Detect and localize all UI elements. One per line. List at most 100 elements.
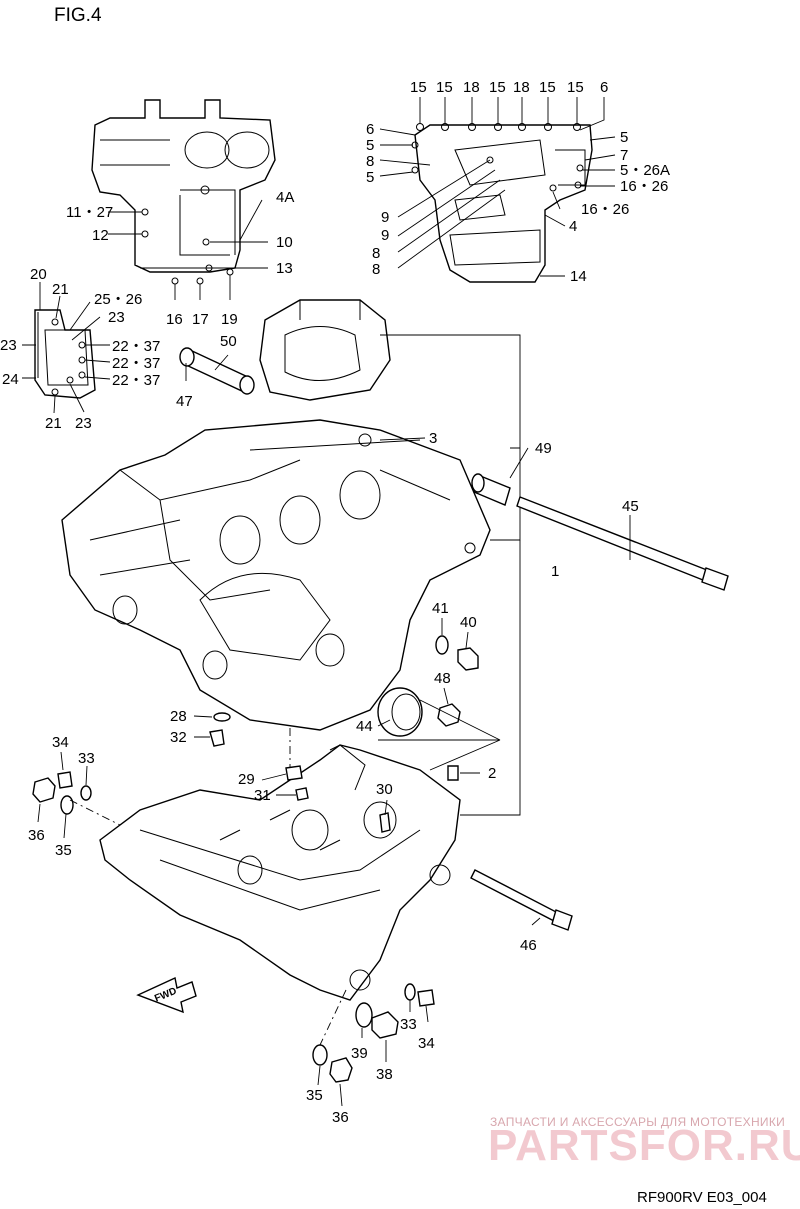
drain-plug-36-left bbox=[32, 777, 56, 803]
watermark: ЗАПЧАСТИ И АКСЕССУАРЫ ДЛЯ МОТОТЕХНИКИ PA… bbox=[488, 1115, 800, 1170]
fwd-arrow: FWD bbox=[136, 976, 197, 1014]
callout: 18 bbox=[463, 79, 480, 96]
callout: 24 bbox=[2, 371, 19, 388]
callout: 5 bbox=[366, 169, 374, 186]
callout: 22・37 bbox=[112, 372, 160, 389]
bolt-46 bbox=[470, 869, 573, 931]
gasket-39 bbox=[355, 1002, 373, 1028]
callout: 32 bbox=[170, 729, 187, 746]
oil-jet-32 bbox=[209, 729, 225, 747]
upper-crankcase-top-view bbox=[91, 99, 276, 285]
drain-plug-38 bbox=[371, 1011, 399, 1039]
crankcase-cap bbox=[259, 299, 391, 401]
callout: 20 bbox=[30, 266, 47, 283]
breather-cover-assembly bbox=[34, 309, 96, 399]
callout: 8 bbox=[372, 261, 380, 278]
callout: 2 bbox=[488, 765, 496, 782]
callout: 28 bbox=[170, 708, 187, 725]
callout: 25・26 bbox=[94, 291, 142, 308]
callout: 21 bbox=[45, 415, 62, 432]
callout: 11・27 bbox=[66, 204, 113, 221]
callout: 30 bbox=[376, 781, 393, 798]
callout: 15 bbox=[489, 79, 506, 96]
callout: 29 bbox=[238, 771, 255, 788]
plug-34-left bbox=[57, 771, 73, 789]
callout: 35 bbox=[55, 842, 72, 859]
callout: 31 bbox=[254, 787, 271, 804]
callout: 9 bbox=[381, 227, 389, 244]
figure-title: FIG.4 bbox=[54, 5, 102, 26]
watermark-tagline: ЗАПЧАСТИ И АКСЕССУАРЫ ДЛЯ МОТОТЕХНИКИ bbox=[490, 1115, 785, 1129]
callout: 1 bbox=[551, 563, 559, 580]
bolt-31 bbox=[295, 787, 309, 801]
callout: 22・37 bbox=[112, 338, 160, 355]
plug-34-right bbox=[417, 989, 435, 1007]
oil-pipe bbox=[179, 347, 255, 395]
gasket-35-left bbox=[60, 795, 74, 815]
callout: 18 bbox=[513, 79, 530, 96]
callout: 16 bbox=[166, 311, 183, 328]
gasket-35-right bbox=[312, 1044, 328, 1066]
jet-30 bbox=[379, 812, 391, 833]
callout: 36 bbox=[332, 1109, 349, 1126]
dowel-2 bbox=[447, 765, 459, 781]
callout: 23 bbox=[75, 415, 92, 432]
callout: 39 bbox=[351, 1045, 368, 1062]
callout: 33 bbox=[400, 1016, 417, 1033]
callout: 12 bbox=[92, 227, 109, 244]
callout: 15 bbox=[436, 79, 453, 96]
callout: 19 bbox=[221, 311, 238, 328]
callout: 35 bbox=[306, 1087, 323, 1104]
callout: 4 bbox=[569, 218, 577, 235]
callout-labels: 15 15 18 15 18 15 15 6 6 5 8 5 5 7 5・26A… bbox=[0, 79, 670, 1126]
callout: 15 bbox=[567, 79, 584, 96]
callout: 23 bbox=[108, 309, 125, 326]
callout: 5・26A bbox=[620, 162, 670, 179]
callout: 45 bbox=[622, 498, 639, 515]
callout: 17 bbox=[192, 311, 209, 328]
callout: 50 bbox=[220, 333, 237, 350]
callout: 10 bbox=[276, 234, 293, 251]
callout: 3 bbox=[429, 430, 437, 447]
callout: 5 bbox=[620, 129, 628, 146]
callout: 46 bbox=[520, 937, 537, 954]
plug-40 bbox=[457, 647, 479, 671]
washer-33-right bbox=[404, 983, 416, 1001]
callout: 48 bbox=[434, 670, 451, 687]
upper-crankcase bbox=[61, 419, 491, 731]
callout: 7 bbox=[620, 147, 628, 164]
seal-cap-44 bbox=[377, 687, 423, 737]
callout: 13 bbox=[276, 260, 293, 277]
callout: 9 bbox=[381, 209, 389, 226]
callout: 33 bbox=[78, 750, 95, 767]
callout: 15 bbox=[539, 79, 556, 96]
filter-29 bbox=[285, 765, 303, 781]
watermark-brand: PARTSFOR.RU bbox=[488, 1121, 800, 1170]
callout: 22・37 bbox=[112, 355, 160, 372]
washer-41 bbox=[435, 635, 449, 655]
washer-28 bbox=[213, 712, 231, 722]
callout: 4A bbox=[276, 189, 294, 206]
lower-crankcase bbox=[99, 744, 461, 1001]
callout: 14 bbox=[570, 268, 587, 285]
callout: 23 bbox=[0, 337, 17, 354]
drain-plug-36-right bbox=[329, 1057, 353, 1083]
lower-crankcase-bottom-view bbox=[411, 123, 593, 283]
callout: 16・26 bbox=[620, 178, 668, 195]
callout: 5 bbox=[366, 137, 374, 154]
callout: 38 bbox=[376, 1066, 393, 1083]
callout: 16・26 bbox=[581, 201, 629, 218]
callout: 44 bbox=[356, 718, 373, 735]
callout: 34 bbox=[418, 1035, 435, 1052]
callout: 34 bbox=[52, 734, 69, 751]
callout: 21 bbox=[52, 281, 69, 298]
callout: 49 bbox=[535, 440, 552, 457]
callout: 40 bbox=[460, 614, 477, 631]
sleeve bbox=[471, 473, 511, 506]
callout: 6 bbox=[600, 79, 608, 96]
callout: 8 bbox=[366, 153, 374, 170]
long-bolt bbox=[516, 496, 729, 591]
callout: 36 bbox=[28, 827, 45, 844]
callout: 6 bbox=[366, 121, 374, 138]
